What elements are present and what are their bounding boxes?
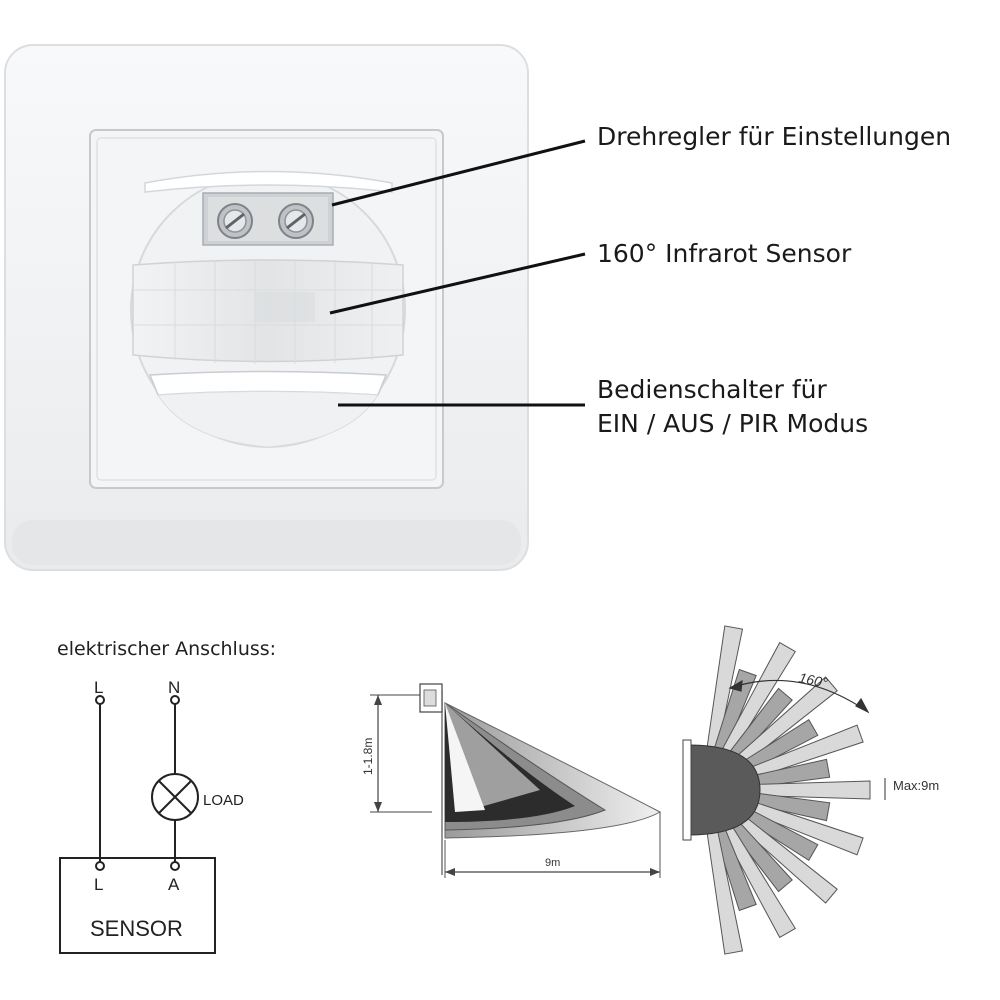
wiring-diagram	[59, 695, 216, 954]
inner-frame-inset	[96, 137, 437, 481]
callout-switch-label-1: Bedienschalter für	[597, 375, 828, 404]
terminal-L-bottom-dot	[95, 861, 105, 871]
fan-mount	[682, 739, 692, 841]
sensor-box-label: SENSOR	[90, 916, 183, 941]
callout-switch-label-2: EIN / AUS / PIR Modus	[597, 409, 868, 438]
callout-sensor-label: 160° Infrarot Sensor	[597, 239, 852, 268]
range-label: 9m	[545, 857, 560, 869]
terminal-A-bottom-dot	[170, 861, 180, 871]
dial-left-icon	[217, 203, 253, 239]
terminal-L-bottom-label: L	[94, 875, 103, 894]
dial-housing	[202, 192, 334, 246]
sensor-box	[59, 857, 216, 954]
fan-core	[687, 744, 761, 836]
leader-sensor	[329, 252, 586, 315]
side-view-diagram	[370, 683, 662, 878]
leader-dials	[331, 139, 586, 207]
terminal-L-top-dot	[95, 695, 105, 705]
lamp-icon	[151, 773, 199, 821]
callout-dials-label: Drehregler für Einstellungen	[597, 122, 951, 151]
outer-plate-bottom-edge	[12, 520, 521, 565]
sensor-wall-plate	[4, 44, 529, 571]
max-range-label: Max:9m	[893, 778, 939, 793]
terminal-A-bottom-label: A	[168, 875, 180, 894]
terminal-N-top-dot	[170, 695, 180, 705]
top-view-diagram	[682, 625, 871, 955]
callout-lines	[329, 139, 586, 407]
height-label: 1-1.8m	[361, 738, 375, 775]
terminal-L-top-label: L	[94, 678, 103, 697]
angle-label: 160°	[797, 669, 829, 691]
wiring-heading: elektrischer Anschluss:	[57, 638, 276, 660]
dial-right-icon	[278, 203, 314, 239]
top-cover	[144, 170, 393, 193]
terminal-N-top-label: N	[168, 678, 180, 697]
angle-arc	[728, 679, 870, 714]
load-label: LOAD	[203, 792, 244, 809]
